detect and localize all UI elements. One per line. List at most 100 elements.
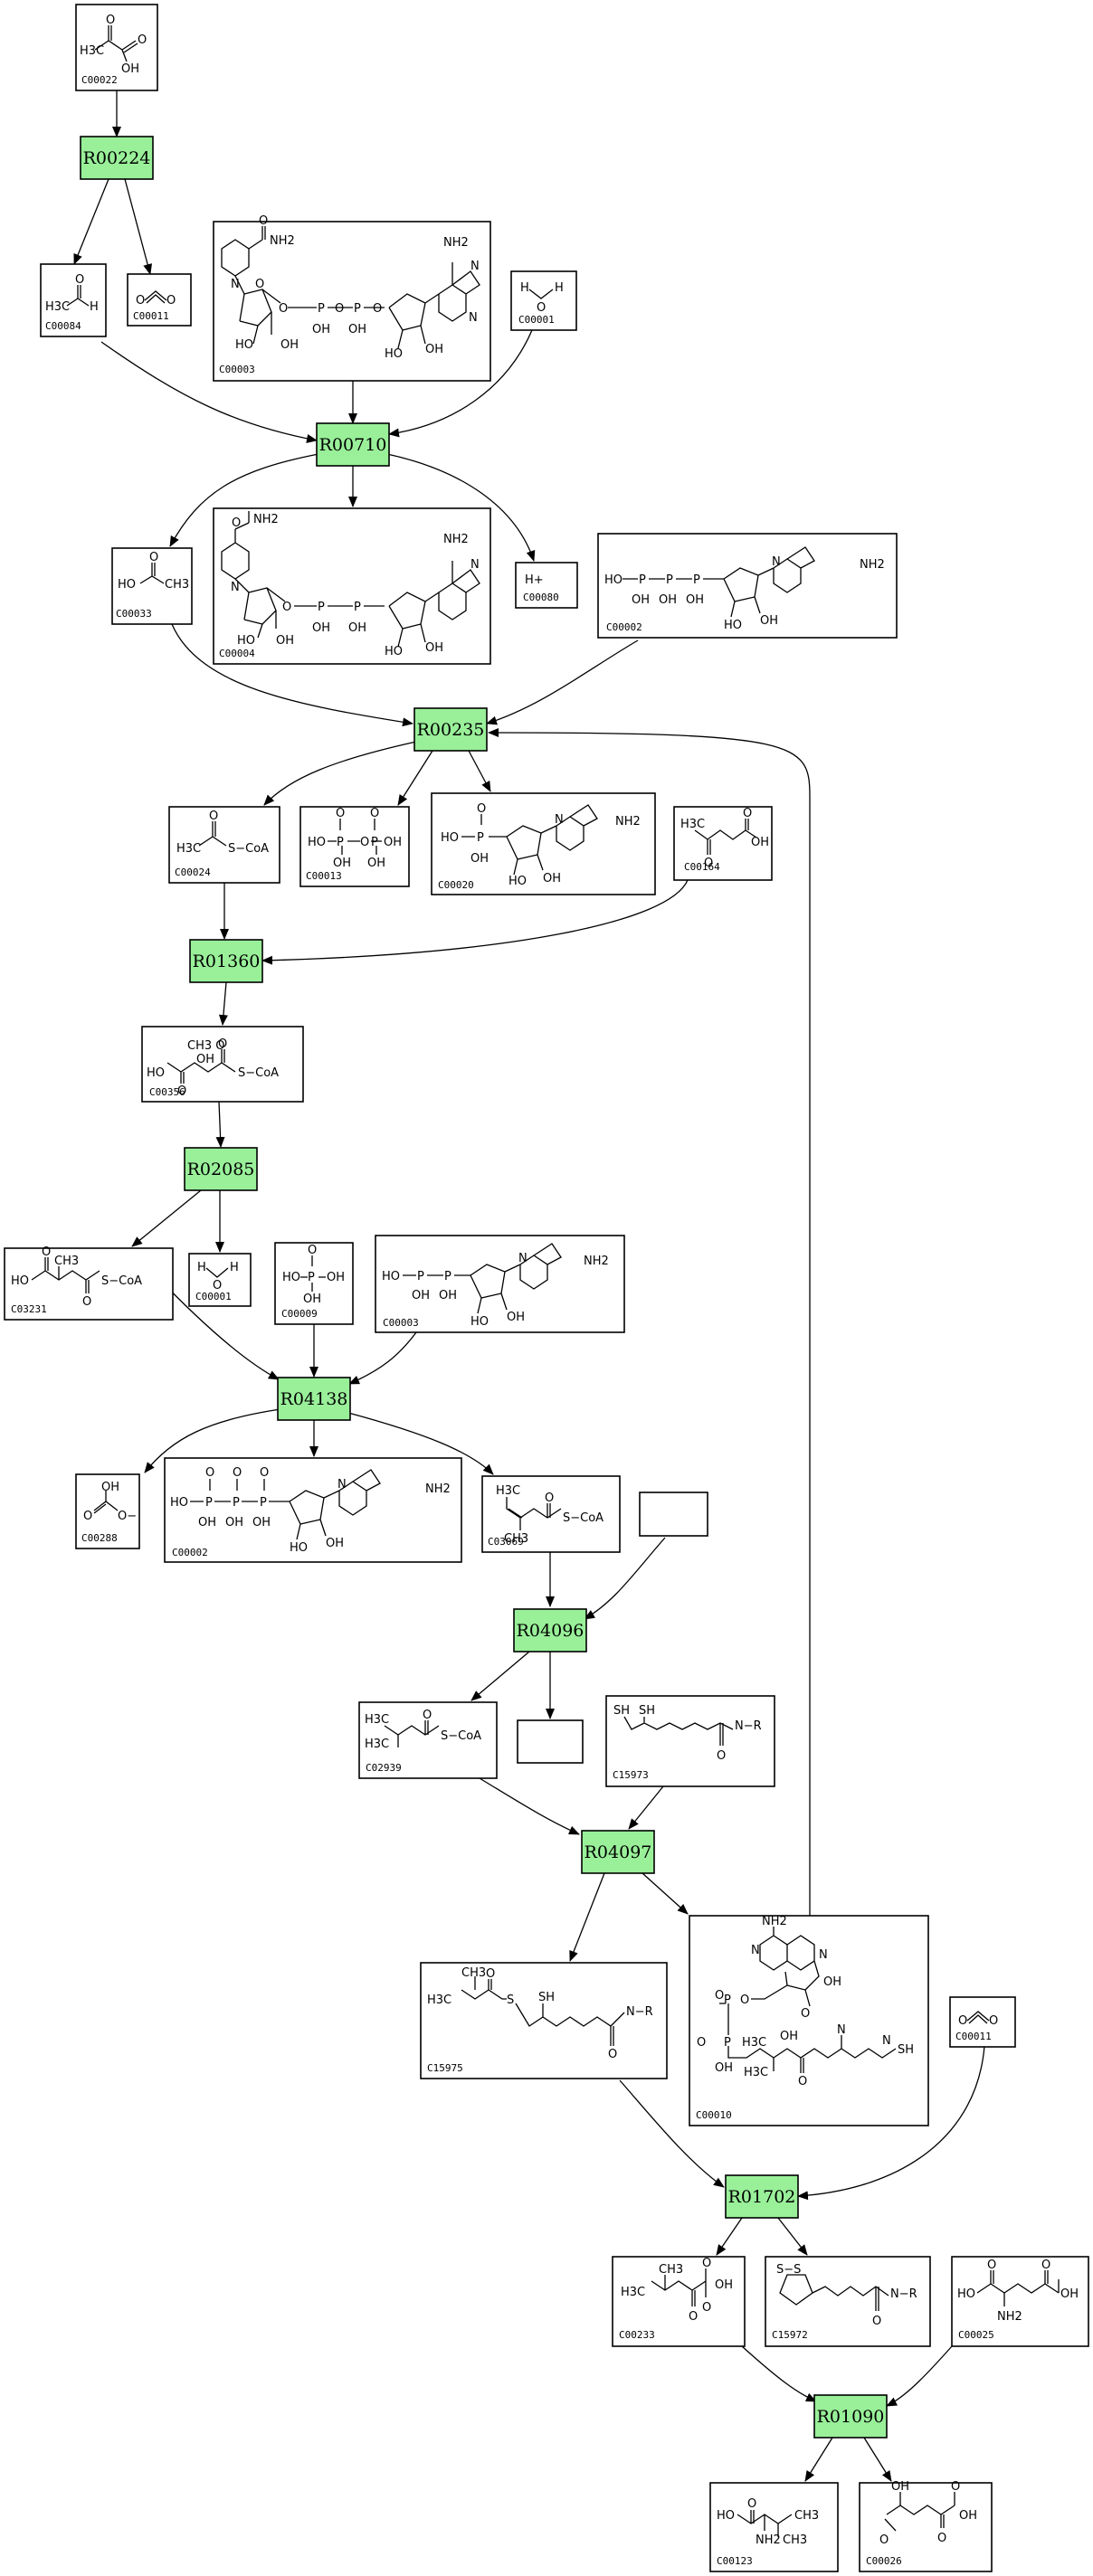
structure-bonds <box>300 1255 326 1292</box>
compound-label: C00013 <box>306 870 342 882</box>
compound-C00001-top[interactable]: H O H C00001 <box>510 270 577 331</box>
atom-label: HO <box>385 347 403 361</box>
reaction-box <box>513 1608 587 1653</box>
edge-c02939-r04097 <box>470 1772 580 1835</box>
atom-label: O <box>335 302 344 316</box>
compound-C00013[interactable]: HO P O P OH O O OH OH C00013 <box>299 806 410 887</box>
compound-C00288[interactable]: OH O O− C00288 <box>75 1473 140 1549</box>
atom-label: O <box>689 2310 698 2324</box>
atom-label: SH <box>898 2043 914 2057</box>
reaction-label: R01090 <box>817 2407 885 2427</box>
atom-label: O <box>136 294 145 308</box>
reaction-R01360[interactable]: R01360 <box>189 939 263 983</box>
compound-C03231[interactable]: HO O CH3 O S−CoA C03231 <box>4 1245 174 1321</box>
atom-label: O <box>205 1466 214 1480</box>
compound-C00123[interactable]: HO O NH2 CH3 CH3 C00123 <box>709 2482 839 2572</box>
compound-C00356[interactable]: HO O CH3 O OH O S−CoA C00356 <box>141 1026 304 1103</box>
edge-c15975-r01702 <box>619 2079 725 2188</box>
reaction-label: R00235 <box>417 720 485 740</box>
compound-C00002-mid[interactable]: HO P P P O O O OH OH OH N NH2 HO OH C000… <box>164 1457 462 1563</box>
atom-label: OH <box>280 338 299 352</box>
reaction-R00235[interactable]: R00235 <box>413 707 488 752</box>
atom-label: O <box>545 1492 554 1505</box>
atom-label: N <box>470 558 480 572</box>
compound-empty-1[interactable] <box>639 1492 708 1537</box>
reaction-R04138[interactable]: R04138 <box>277 1377 351 1421</box>
compound-box <box>951 2256 1089 2347</box>
atom-label: O <box>486 1967 495 1981</box>
atom-label: N <box>882 2034 891 2048</box>
atom-label: HO <box>508 875 527 888</box>
compound-box <box>375 1235 625 1333</box>
structure-bonds <box>198 821 227 847</box>
compound-empty-2[interactable] <box>517 1719 584 1764</box>
atom-label: O− <box>118 1510 137 1523</box>
compound-C00011-low[interactable]: O O C00011 <box>949 1996 1016 2048</box>
atom-label: P <box>337 836 344 849</box>
atom-label: O <box>798 2075 807 2088</box>
compound-C00020[interactable]: HO P O OH N NH2 HO OH C00020 <box>431 792 656 895</box>
compound-C00003-mid[interactable]: HO P P OH OH N NH2 HO OH C00003 <box>375 1235 625 1333</box>
atom-label: CH3 O <box>187 1039 225 1053</box>
compound-C00002-top[interactable]: HO P P P OH OH OH N NH2 HO OH C00002 <box>597 533 898 639</box>
compound-C00003-top[interactable]: O NH2 N O O P O P O OH OH NH2 N N HO OH … <box>213 214 491 382</box>
structure-bonds <box>31 1257 100 1293</box>
atom-label: OH <box>543 872 561 886</box>
compound-box <box>859 2482 993 2572</box>
atom-label: P <box>417 1270 424 1283</box>
compound-C02939[interactable]: H3C H3C O S−CoA C02939 <box>358 1701 498 1779</box>
reaction-R01702[interactable]: R01702 <box>725 2174 799 2219</box>
atom-label: HO <box>290 1541 308 1555</box>
compound-C00022[interactable]: O H3C O OH C00022 <box>75 4 158 91</box>
atom-label: O <box>537 301 546 315</box>
compound-C00004[interactable]: O NH2 N O P P OH OH NH2 N HO OH HO OH C0… <box>213 507 491 665</box>
reaction-label: R04097 <box>585 1842 652 1862</box>
compound-C00010[interactable]: NH2 N N O P O O OH P O OH H3C OH H3C O N… <box>689 1915 929 2126</box>
atom-label: P <box>318 302 325 316</box>
compound-label: C00356 <box>149 1086 185 1098</box>
compound-C03069[interactable]: H3C CH3 O S−CoA C03069 <box>481 1475 621 1553</box>
reaction-R00224[interactable]: R00224 <box>80 136 154 180</box>
atom-label: N <box>231 278 240 291</box>
edge-r02085-c03231 <box>131 1189 202 1247</box>
atom-label: H <box>230 1261 239 1274</box>
atom-label: S−S <box>776 2263 801 2277</box>
compound-C00001-mid[interactable]: H O H C00001 <box>188 1253 252 1307</box>
atom-label: OH <box>470 852 489 866</box>
compound-C15975[interactable]: CH3 H3C O S SH N−R O C15975 <box>420 1962 668 2079</box>
reaction-R01090[interactable]: R01090 <box>813 2394 888 2439</box>
compound-label: C03231 <box>11 1303 47 1315</box>
atom-label: O <box>42 1245 51 1259</box>
edge-r00710-c00033 <box>169 453 319 547</box>
compound-box <box>431 792 656 895</box>
compound-C00033[interactable]: HO O CH3 C00033 <box>111 547 193 625</box>
compound-C00011[interactable]: O O C00011 <box>127 273 192 327</box>
compound-C00080[interactable]: H+ C00080 <box>515 562 578 609</box>
atom-label: P <box>354 601 361 614</box>
compound-C00024[interactable]: H3C O S−CoA C00024 <box>168 806 280 884</box>
atom-label: O <box>336 807 345 820</box>
compound-C00084[interactable]: H3C O H C00084 <box>40 263 107 337</box>
structure-bonds <box>884 2492 955 2532</box>
atom-label: H3C <box>427 1994 451 2007</box>
compound-C15972[interactable]: S−S N−R O C15972 <box>765 2256 931 2347</box>
compound-box <box>213 507 491 665</box>
atom-label: NH2 <box>615 815 641 829</box>
compound-C00233[interactable]: CH3 H3C O O OH O C00233 <box>612 2256 746 2347</box>
compound-C15973[interactable]: SH SH N−R O C15973 <box>605 1695 775 1787</box>
reaction-R04096[interactable]: R04096 <box>513 1608 587 1653</box>
structure-bonds <box>205 1267 229 1278</box>
reaction-R00710[interactable]: R00710 <box>316 422 390 467</box>
reaction-R04097[interactable]: R04097 <box>581 1830 655 1874</box>
reaction-R02085[interactable]: R02085 <box>184 1147 258 1191</box>
compound-C00026[interactable]: OH O O O OH C00026 <box>859 2480 993 2572</box>
edge-empty-r04096 <box>584 1537 666 1620</box>
atom-label: P <box>693 573 700 587</box>
atom-label: OH <box>715 2061 733 2075</box>
atom-label: O <box>801 2007 810 2021</box>
compound-C00164[interactable]: H3C O O OH C00164 <box>673 806 773 881</box>
compound-C00009[interactable]: O HO P OH OH C00009 <box>274 1242 354 1325</box>
atom-label: O <box>704 857 713 870</box>
compound-label: C03069 <box>488 1536 524 1548</box>
compound-C00025[interactable]: HO O NH2 O OH C00025 <box>951 2256 1089 2347</box>
